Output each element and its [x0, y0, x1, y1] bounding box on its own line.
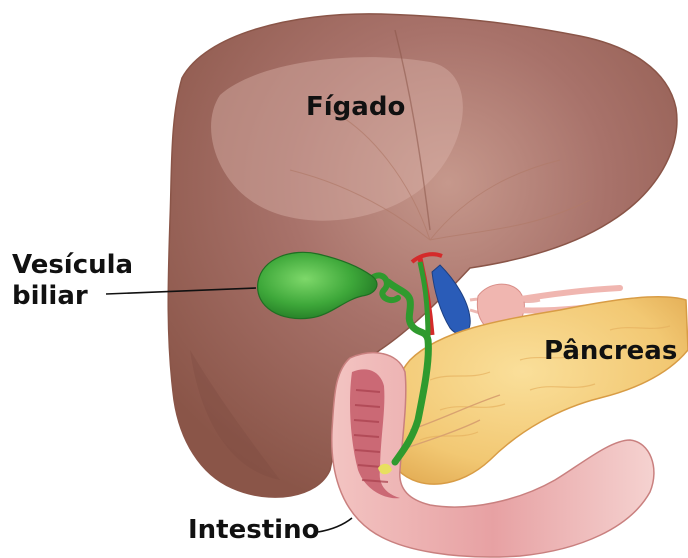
intestine-pointer-line: [318, 518, 352, 532]
intestine-label: Intestino: [188, 515, 319, 546]
gallbladder-label-line1: Vesícula: [12, 250, 133, 281]
pancreas-label: Pâncreas: [544, 336, 677, 367]
gallbladder-label-line2: biliar: [12, 281, 133, 312]
gallbladder-label: Vesícula biliar: [12, 250, 133, 311]
liver-label: Fígado: [306, 92, 405, 123]
